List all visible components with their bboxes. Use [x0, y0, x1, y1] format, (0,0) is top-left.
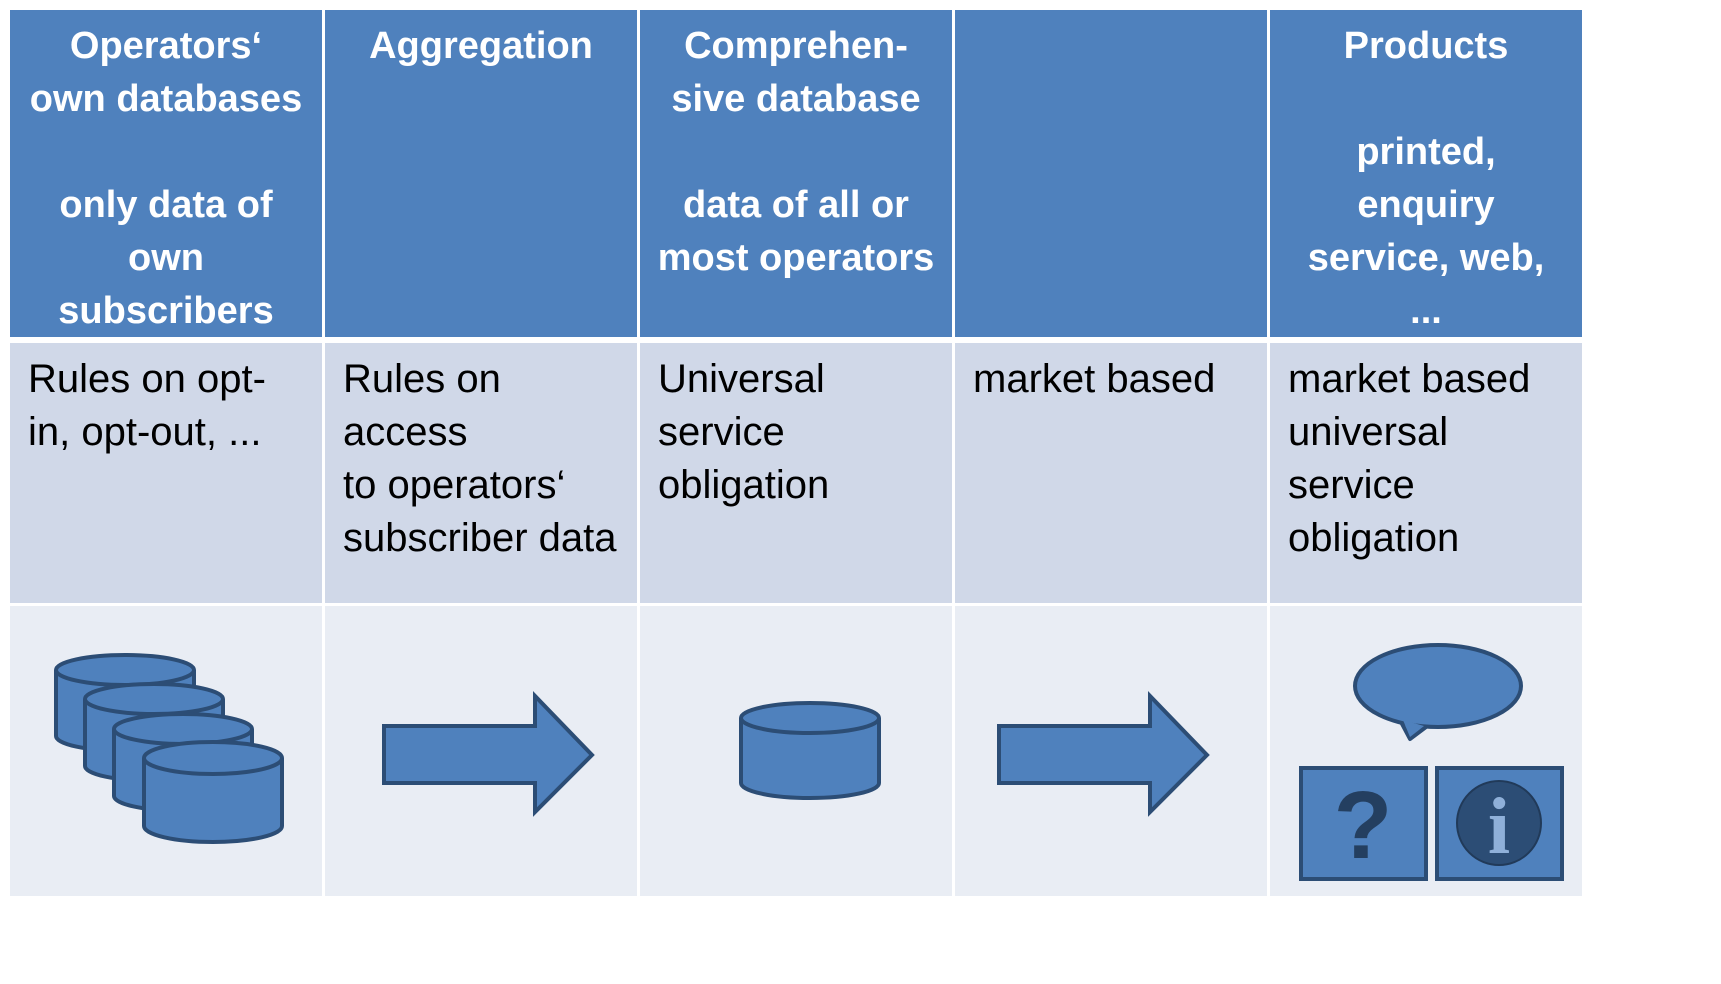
icon-cell-aggregation-arrow	[325, 606, 637, 896]
products-icon: ? i	[1299, 643, 1564, 881]
right-arrow-icon	[997, 691, 1210, 817]
rule-market-based: market based	[955, 343, 1267, 603]
rule-access-subscriber-data: Rules on access to operators‘ subscriber…	[325, 343, 637, 603]
question-glyph: ?	[1334, 772, 1393, 879]
icon-cell-products: ? i	[1270, 606, 1582, 896]
question-mark-icon: ?	[1299, 766, 1428, 881]
header-empty	[955, 10, 1267, 337]
header-operators-databases: Operators‘ own databases only data of ow…	[10, 10, 322, 337]
icon-cell-comprehensive-database	[640, 606, 952, 896]
speech-bubble-icon	[1353, 643, 1523, 741]
database-icon	[739, 701, 881, 800]
icon-cell-market-arrow	[955, 606, 1267, 896]
info-icon: i	[1435, 766, 1564, 881]
rule-products: market based universal service obligatio…	[1270, 343, 1582, 603]
header-comprehensive-database: Comprehen- sive database data of all or …	[640, 10, 952, 337]
right-arrow-icon	[382, 691, 595, 817]
header-products: Products printed, enquiry service, web, …	[1270, 10, 1582, 337]
rule-universal-service: Universal service obligation	[640, 343, 952, 603]
info-glyph: i	[1488, 783, 1510, 871]
header-aggregation: Aggregation	[325, 10, 637, 337]
rule-opt-in-opt-out: Rules on opt- in, opt-out, ...	[10, 343, 322, 603]
icon-cell-databases	[10, 606, 322, 896]
stacked-databases-icon	[54, 653, 284, 844]
